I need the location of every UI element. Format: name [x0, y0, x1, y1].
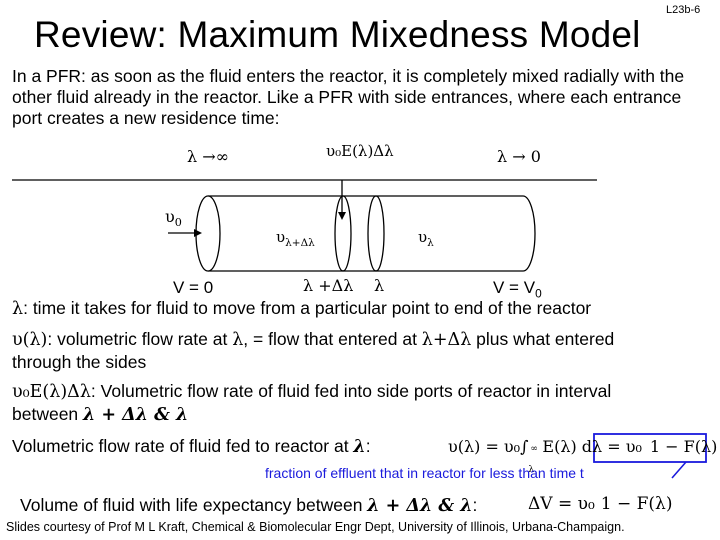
- slice-right-ellipse: [367, 195, 385, 272]
- side-feed-arrow: [338, 212, 346, 220]
- inlet-flow-label: υ0: [165, 207, 182, 230]
- highlight-pointer: [671, 461, 687, 479]
- upsilon-definition-cont: through the sides: [12, 352, 147, 372]
- slide-number: L23b-6: [666, 4, 701, 16]
- footer-credit: Slides courtesy of Prof M L Kraft, Chemi…: [6, 520, 625, 534]
- flow-left-label: υλ+Δλ: [276, 228, 315, 249]
- lambda-infinity-label: λ →∞: [187, 147, 229, 166]
- inlet-arrow: [194, 229, 202, 237]
- highlight-box: [593, 433, 707, 463]
- side-feed-definition-cont: between λ + Δλ & λ: [12, 404, 189, 425]
- slice-left-ellipse: [334, 195, 352, 272]
- volume-line: Volume of fluid with life expectancy bet…: [20, 495, 478, 516]
- v-zero-label: V = 0: [173, 278, 214, 297]
- slide-title: Review: Maximum Mixedness Model: [34, 14, 641, 55]
- upsilon-definition: υ(λ): volumetric flow rate at λ, = flow …: [12, 329, 615, 350]
- side-feed-definition: υ₀E(λ)Δλ: Volumetric flow rate of fluid …: [12, 381, 612, 402]
- fed-flow-line: Volumetric flow rate of fluid fed to rea…: [12, 436, 371, 457]
- intro-paragraph: In a PFR: as soon as the fluid enters th…: [12, 66, 685, 128]
- lambda-mark-label: λ: [374, 276, 385, 295]
- side-flow-label: υ₀E(λ)Δλ: [326, 142, 394, 160]
- lambda-zero-label: λ → 0: [497, 147, 541, 166]
- cylinder-outlet-arc: [522, 195, 536, 272]
- annotation-text: fraction of effluent that in reactor for…: [265, 465, 584, 481]
- lambda-plus-dlambda-label: λ +Δλ: [303, 276, 354, 295]
- lambda-definition: λ: time it takes for fluid to move from …: [12, 298, 592, 319]
- v-end-label: V = V0: [493, 278, 542, 301]
- flow-right-label: υλ: [418, 228, 434, 249]
